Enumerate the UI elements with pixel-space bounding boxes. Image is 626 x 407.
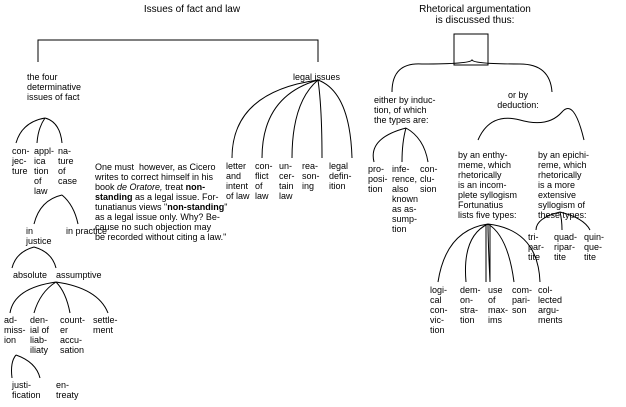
- induction-item-inference: infe- rence, also known as as- sump- tio…: [392, 164, 419, 234]
- rhetoric-curve: [391, 58, 553, 93]
- induction-heading: either by induc- tion, of which the type…: [374, 95, 436, 125]
- justice-branch-lines: [11, 246, 57, 269]
- empty-box: [453, 33, 489, 66]
- admission-branch-lines: [11, 354, 41, 379]
- legal-item-letter-and-intent: letter and intent of law: [226, 161, 250, 201]
- deduction-curve: [477, 108, 585, 141]
- assumptive-item-admission: ad- miss- ion: [4, 315, 26, 345]
- admission-item-justification: justi- fication: [12, 380, 41, 400]
- assumptive-item-denial-of-liability: den- ial of liab- iliaty: [30, 315, 50, 355]
- induction-item-proposition: pro- posi- tion: [368, 164, 388, 194]
- induction-branch-lines: [372, 127, 429, 163]
- enthymeme-item-use-of-maxims: use of max- ims: [488, 285, 508, 325]
- assumptive-branch-lines: [9, 281, 109, 314]
- legal-item-uncertain-law: un- cer- tain law: [279, 161, 295, 201]
- case-in-practice: in practice: [66, 226, 108, 236]
- case-in-justice: in justice: [26, 226, 52, 246]
- case-branch-lines: [33, 194, 79, 225]
- epichireme-text: by an epichi- reme, which rhetorically i…: [538, 150, 590, 220]
- enthymeme-item-logical-conviction: logi- cal con- vic- tion: [430, 285, 448, 335]
- enthymeme-item-collected-arguments: col- lected argu- ments: [538, 285, 563, 325]
- epichireme-item-tripartite: tri- par- tite: [528, 232, 545, 262]
- legal-branch-lines: [231, 79, 353, 159]
- induction-item-conclusion: con- clu- sion: [420, 164, 438, 194]
- legal-item-legal-definition: legal defin- ition: [329, 161, 352, 191]
- enthymeme-item-demonstration: dem- on- stra- tion: [460, 285, 481, 325]
- legal-heading: legal issues: [293, 72, 341, 82]
- epichireme-branch-lines: [535, 211, 591, 231]
- deduction-heading: or by deduction:: [497, 90, 539, 110]
- epichireme-item-quadripartite: quad- ripar- tite: [554, 232, 578, 262]
- top-bracket: [37, 39, 319, 62]
- fact-item-nature-of-case: na- ture of case: [58, 146, 78, 186]
- non-standing-note: One must however, as Cicero writes to co…: [95, 162, 228, 242]
- assumptive-item-counter-accusation: count- er accu- sation: [60, 315, 86, 355]
- left-title: Issues of fact and law: [143, 4, 241, 15]
- enthymeme-branch-lines: [437, 223, 541, 283]
- fact-item-application-of-law: appl- ica tion of law: [34, 146, 55, 196]
- legal-item-reasoning: rea- son- ing: [302, 161, 320, 191]
- justice-assumptive: assumptive: [56, 270, 102, 280]
- fact-heading: the four determinative issues of fact: [27, 72, 82, 102]
- enthymeme-text: by an enthy- meme, which rhetorically is…: [458, 150, 518, 220]
- enthymeme-item-comparison: com- pari- son: [512, 285, 532, 315]
- fact-branch-lines: [15, 117, 63, 144]
- assumptive-item-settlement: settle- ment: [93, 315, 118, 335]
- admission-item-entreaty: en- treaty: [56, 380, 79, 400]
- justice-absolute: absolute: [13, 270, 48, 280]
- legal-item-conflict-of-law: con- flict of law: [255, 161, 273, 201]
- right-title: Rhetorical argumentation is discussed th…: [419, 4, 531, 26]
- fact-item-conjecture: con- jec- ture: [12, 146, 30, 176]
- epichireme-item-quinquepartite: quin- que- tite: [584, 232, 605, 262]
